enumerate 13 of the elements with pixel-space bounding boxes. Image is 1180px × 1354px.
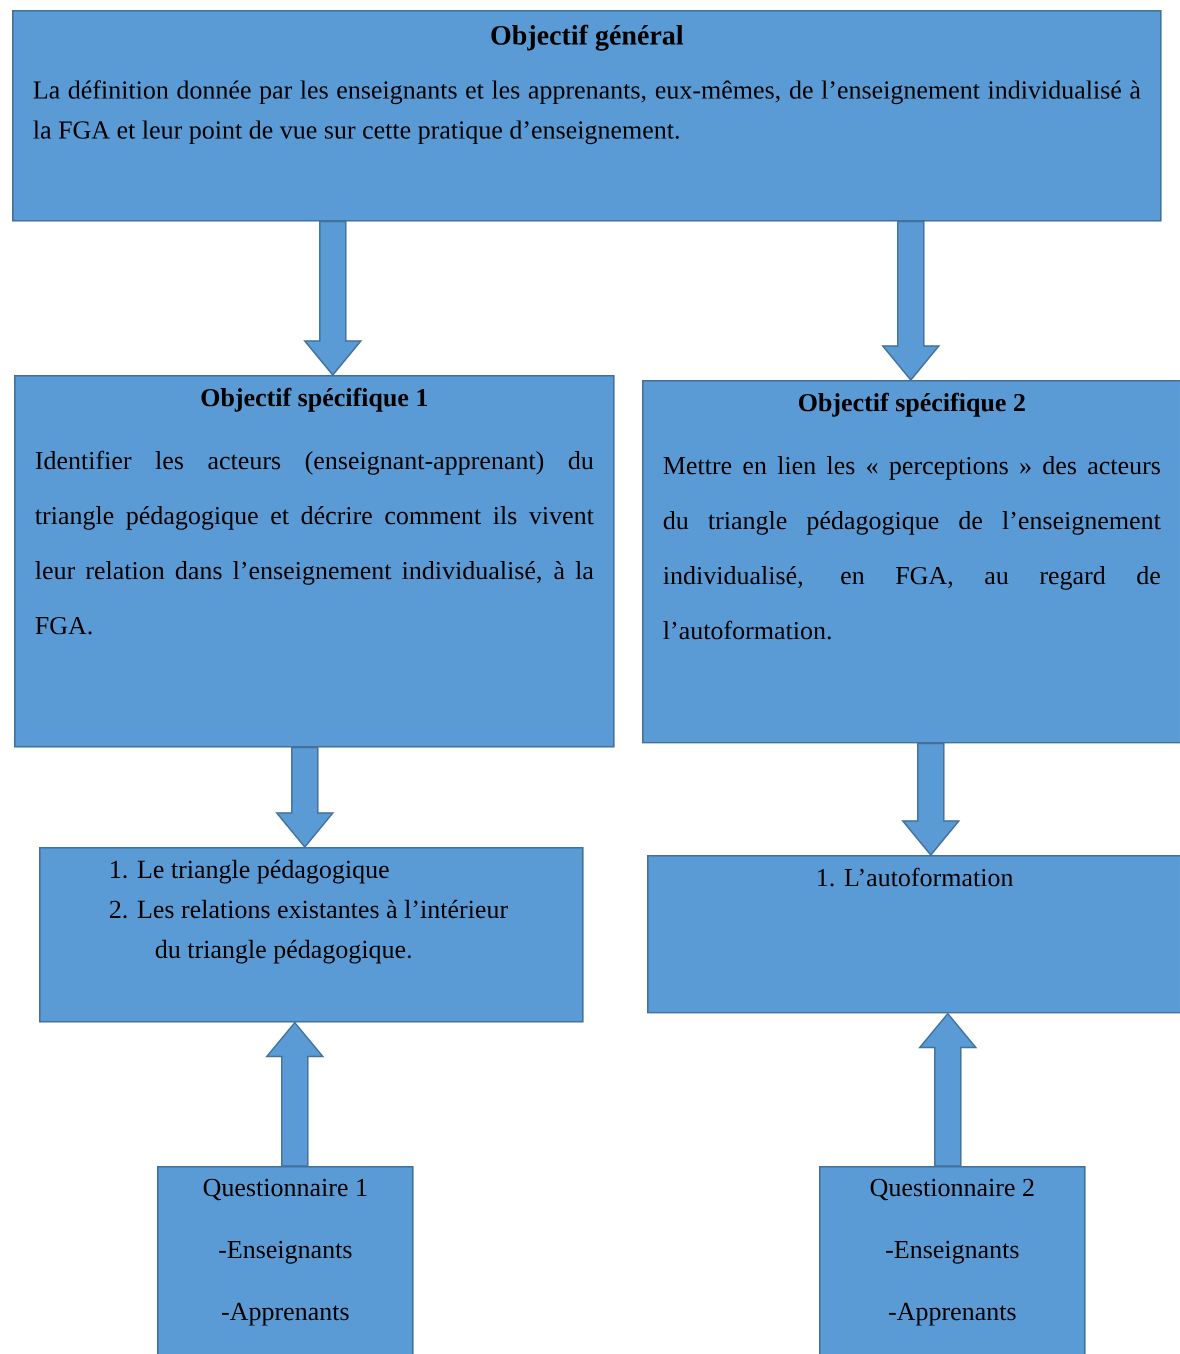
objective-box: Objectif spécifique 1 Identifier les acteurs (enseignant-apprenant) du triangle pédagogique et décrire comment ils vivent leur relation dans l’enseignement individualisé, à la FGA. <box>14 375 615 748</box>
block-arrow <box>918 1012 978 1167</box>
objective-box: 1. L’autoformation <box>647 855 1180 1014</box>
objective-box: 1. Le triangle pédagogique 2. Les relations existantes à l’intérieur du triangle pédagogique. <box>39 847 584 1023</box>
objective-box: Questionnaire 2 -Enseignants -Apprenants <box>819 1166 1086 1354</box>
objective-box: Objectif général La définition donnée par les enseignants et les apprenants, eux-mêmes, de l’enseignement individualisé à la FGA et leur point de vue sur cette pratique d’enseignement. <box>12 10 1162 222</box>
objective-box: Questionnaire 1 -Enseignants -Apprenants <box>157 1166 414 1354</box>
block-arrow <box>901 742 961 857</box>
objective-box: Objectif spécifique 2 Mettre en lien les « perceptions » des acteurs du triangle pédagogique de l’enseignement individualisé, en FGA, au regard de l’autoformation. <box>642 380 1180 744</box>
block-arrow <box>275 746 335 849</box>
block-arrow <box>265 1021 325 1167</box>
block-arrow <box>303 220 363 377</box>
block-arrow <box>881 220 941 382</box>
